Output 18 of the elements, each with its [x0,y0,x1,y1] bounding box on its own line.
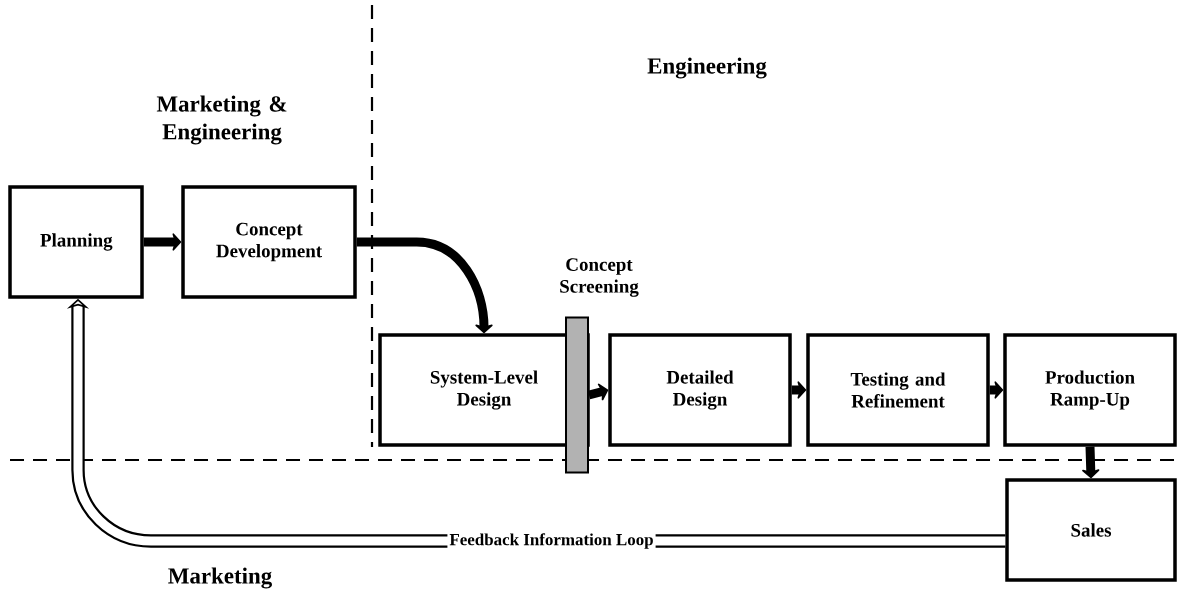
arrow [143,233,182,251]
arrow [587,383,609,401]
process-box: Sales [1005,478,1177,582]
process-box: Production Ramp-Up [1003,333,1177,447]
arrow [356,237,493,334]
bar-label: Concept Screening [560,258,639,297]
process-box: Concept Development [181,185,357,299]
arrow [989,381,1004,399]
region-label: Engineering [647,57,767,79]
process-box: Testing and Refinement [806,333,990,447]
arrow [791,381,807,399]
process-box: System-Level Design [378,333,590,447]
process-box: Detailed Design [608,333,792,447]
arrow [1082,446,1100,479]
process-box: Planning [8,185,144,299]
edge-label: Feedback Information Loop [449,533,653,549]
region-label: Marketing & Engineering [156,95,287,145]
region-label: Marketing [168,567,272,589]
